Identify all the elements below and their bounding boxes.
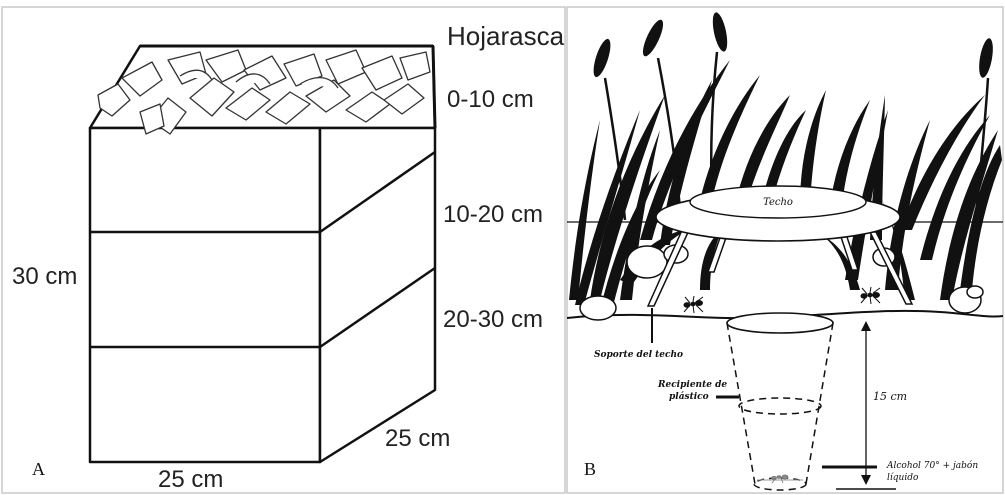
panel-a-letter: A: [32, 459, 45, 479]
layer-label-0-10: 0-10 cm: [447, 86, 534, 113]
panel-b-letter: B: [584, 459, 596, 479]
depth-label: 25 cm: [385, 425, 450, 452]
height-label: 30 cm: [12, 263, 77, 290]
depth-label: 15 cm: [873, 390, 907, 403]
liquid-label-line2: líquido: [887, 472, 919, 483]
liquid-label-line1: Alcohol 70° + jabón: [886, 460, 978, 471]
panel-b: Techo Soporte del techo: [567, 7, 1003, 493]
panel-a: Hojarasca 0-10 cm 10-20 cm 20-30 cm 30 c…: [2, 7, 565, 493]
container-label-line1: Recipiente de: [657, 380, 727, 390]
layer-label-20-30: 20-30 cm: [443, 306, 543, 333]
support-label: Soporte del techo: [594, 350, 683, 360]
litter-label: Hojarasca: [447, 21, 565, 51]
layer-label-10-20: 10-20 cm: [443, 201, 543, 228]
container-label-line2: plástico: [669, 391, 709, 402]
box-front-face: [90, 128, 320, 462]
roof-label: Techo: [763, 197, 793, 208]
width-label: 25 cm: [158, 466, 223, 493]
